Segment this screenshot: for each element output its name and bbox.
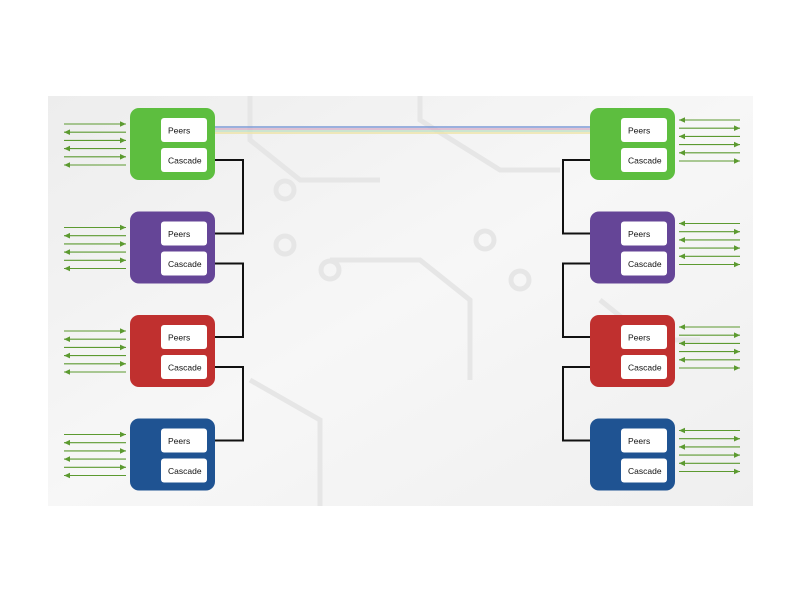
peers-label: Peers bbox=[168, 229, 190, 239]
cascade-label: Cascade bbox=[628, 466, 662, 476]
arrow-left-1-5 bbox=[64, 265, 126, 272]
arrow-right-1-3 bbox=[679, 245, 740, 251]
cascade-label: Cascade bbox=[628, 363, 662, 373]
peers-port bbox=[621, 221, 667, 246]
circuit-pattern-decoration bbox=[247, 96, 700, 506]
arrow-left-2-1 bbox=[64, 336, 126, 342]
cascade-label: Cascade bbox=[168, 156, 202, 166]
arrow-left-2-4 bbox=[64, 361, 126, 367]
cascade-port bbox=[161, 148, 207, 172]
arrow-right-3-1 bbox=[679, 435, 740, 442]
peers-label: Peers bbox=[628, 333, 650, 343]
cascade-port bbox=[161, 355, 207, 379]
arrow-right-0-2 bbox=[679, 133, 740, 140]
arrow-right-3-3 bbox=[679, 452, 740, 458]
arrow-right-2-4 bbox=[679, 357, 740, 363]
peers-label: Peers bbox=[628, 126, 650, 136]
cascade-link-left-2 bbox=[207, 366, 244, 442]
arrow-left-2-5 bbox=[64, 369, 126, 375]
arrow-right-1-1 bbox=[679, 228, 740, 235]
arrow-right-2-0 bbox=[679, 324, 740, 330]
arrow-left-1-0 bbox=[64, 224, 126, 231]
cascade-link-left-1 bbox=[207, 262, 244, 338]
cascade-port bbox=[621, 355, 667, 379]
arrow-left-1-3 bbox=[64, 249, 126, 255]
arrow-left-0-3 bbox=[64, 145, 126, 152]
arrow-right-1-5 bbox=[679, 261, 740, 268]
cascade-port bbox=[621, 148, 667, 172]
link-arrows bbox=[64, 117, 740, 479]
peers-label: Peers bbox=[628, 436, 650, 446]
arrow-left-1-1 bbox=[64, 232, 126, 239]
arrow-right-3-0 bbox=[679, 427, 740, 434]
cascade-label: Cascade bbox=[168, 466, 202, 476]
arrow-right-2-1 bbox=[679, 332, 740, 338]
arrow-right-1-4 bbox=[679, 253, 740, 260]
arrow-right-0-3 bbox=[679, 141, 740, 148]
peers-port bbox=[161, 428, 207, 453]
peers-port bbox=[621, 428, 667, 453]
arrow-left-3-3 bbox=[64, 456, 126, 462]
arrow-right-3-5 bbox=[679, 468, 740, 475]
arrow-right-1-0 bbox=[679, 220, 740, 227]
peers-port bbox=[621, 325, 667, 349]
arrow-left-0-5 bbox=[64, 162, 126, 168]
peers-label: Peers bbox=[168, 436, 190, 446]
arrow-left-3-0 bbox=[64, 431, 126, 438]
cascade-port bbox=[621, 251, 667, 276]
cascade-label: Cascade bbox=[628, 156, 662, 166]
cascade-port bbox=[161, 251, 207, 276]
arrow-right-0-0 bbox=[679, 117, 740, 123]
arrow-left-2-0 bbox=[64, 328, 126, 334]
peers-label: Peers bbox=[168, 333, 190, 343]
arrow-left-3-1 bbox=[64, 439, 126, 446]
arrow-left-3-2 bbox=[64, 448, 126, 454]
cascade-port bbox=[621, 458, 667, 483]
peers-label: Peers bbox=[168, 126, 190, 136]
peers-port bbox=[161, 221, 207, 246]
peers-port bbox=[161, 325, 207, 349]
arrow-left-3-5 bbox=[64, 472, 126, 479]
cascade-label: Cascade bbox=[168, 259, 202, 269]
arrow-left-2-3 bbox=[64, 352, 126, 359]
arrow-left-0-4 bbox=[64, 154, 126, 160]
peers-port bbox=[161, 118, 207, 142]
arrow-right-2-2 bbox=[679, 340, 740, 347]
arrow-right-1-2 bbox=[679, 237, 740, 243]
arrow-right-0-5 bbox=[679, 158, 740, 164]
cascade-label: Cascade bbox=[628, 259, 662, 269]
cascade-link-left-0 bbox=[207, 159, 244, 235]
arrow-right-0-1 bbox=[679, 125, 740, 131]
arrow-right-2-3 bbox=[679, 348, 740, 355]
nodes: PeersCascadePeersCascadePeersCascadePeer… bbox=[130, 108, 675, 491]
peers-label: Peers bbox=[628, 229, 650, 239]
cascade-label: Cascade bbox=[168, 363, 202, 373]
peers-port bbox=[621, 118, 667, 142]
arrow-left-0-0 bbox=[64, 121, 126, 127]
arrow-left-0-2 bbox=[64, 137, 126, 144]
arrow-left-3-4 bbox=[64, 464, 126, 471]
arrow-left-0-1 bbox=[64, 129, 126, 135]
cascade-port bbox=[161, 458, 207, 483]
arrow-right-3-2 bbox=[679, 444, 740, 450]
arrow-right-2-5 bbox=[679, 365, 740, 371]
arrow-right-3-4 bbox=[679, 460, 740, 467]
arrow-right-0-4 bbox=[679, 150, 740, 156]
arrow-left-1-4 bbox=[64, 257, 126, 264]
peer-links bbox=[207, 126, 621, 134]
arrow-left-2-2 bbox=[64, 344, 126, 351]
arrow-left-1-2 bbox=[64, 241, 126, 247]
